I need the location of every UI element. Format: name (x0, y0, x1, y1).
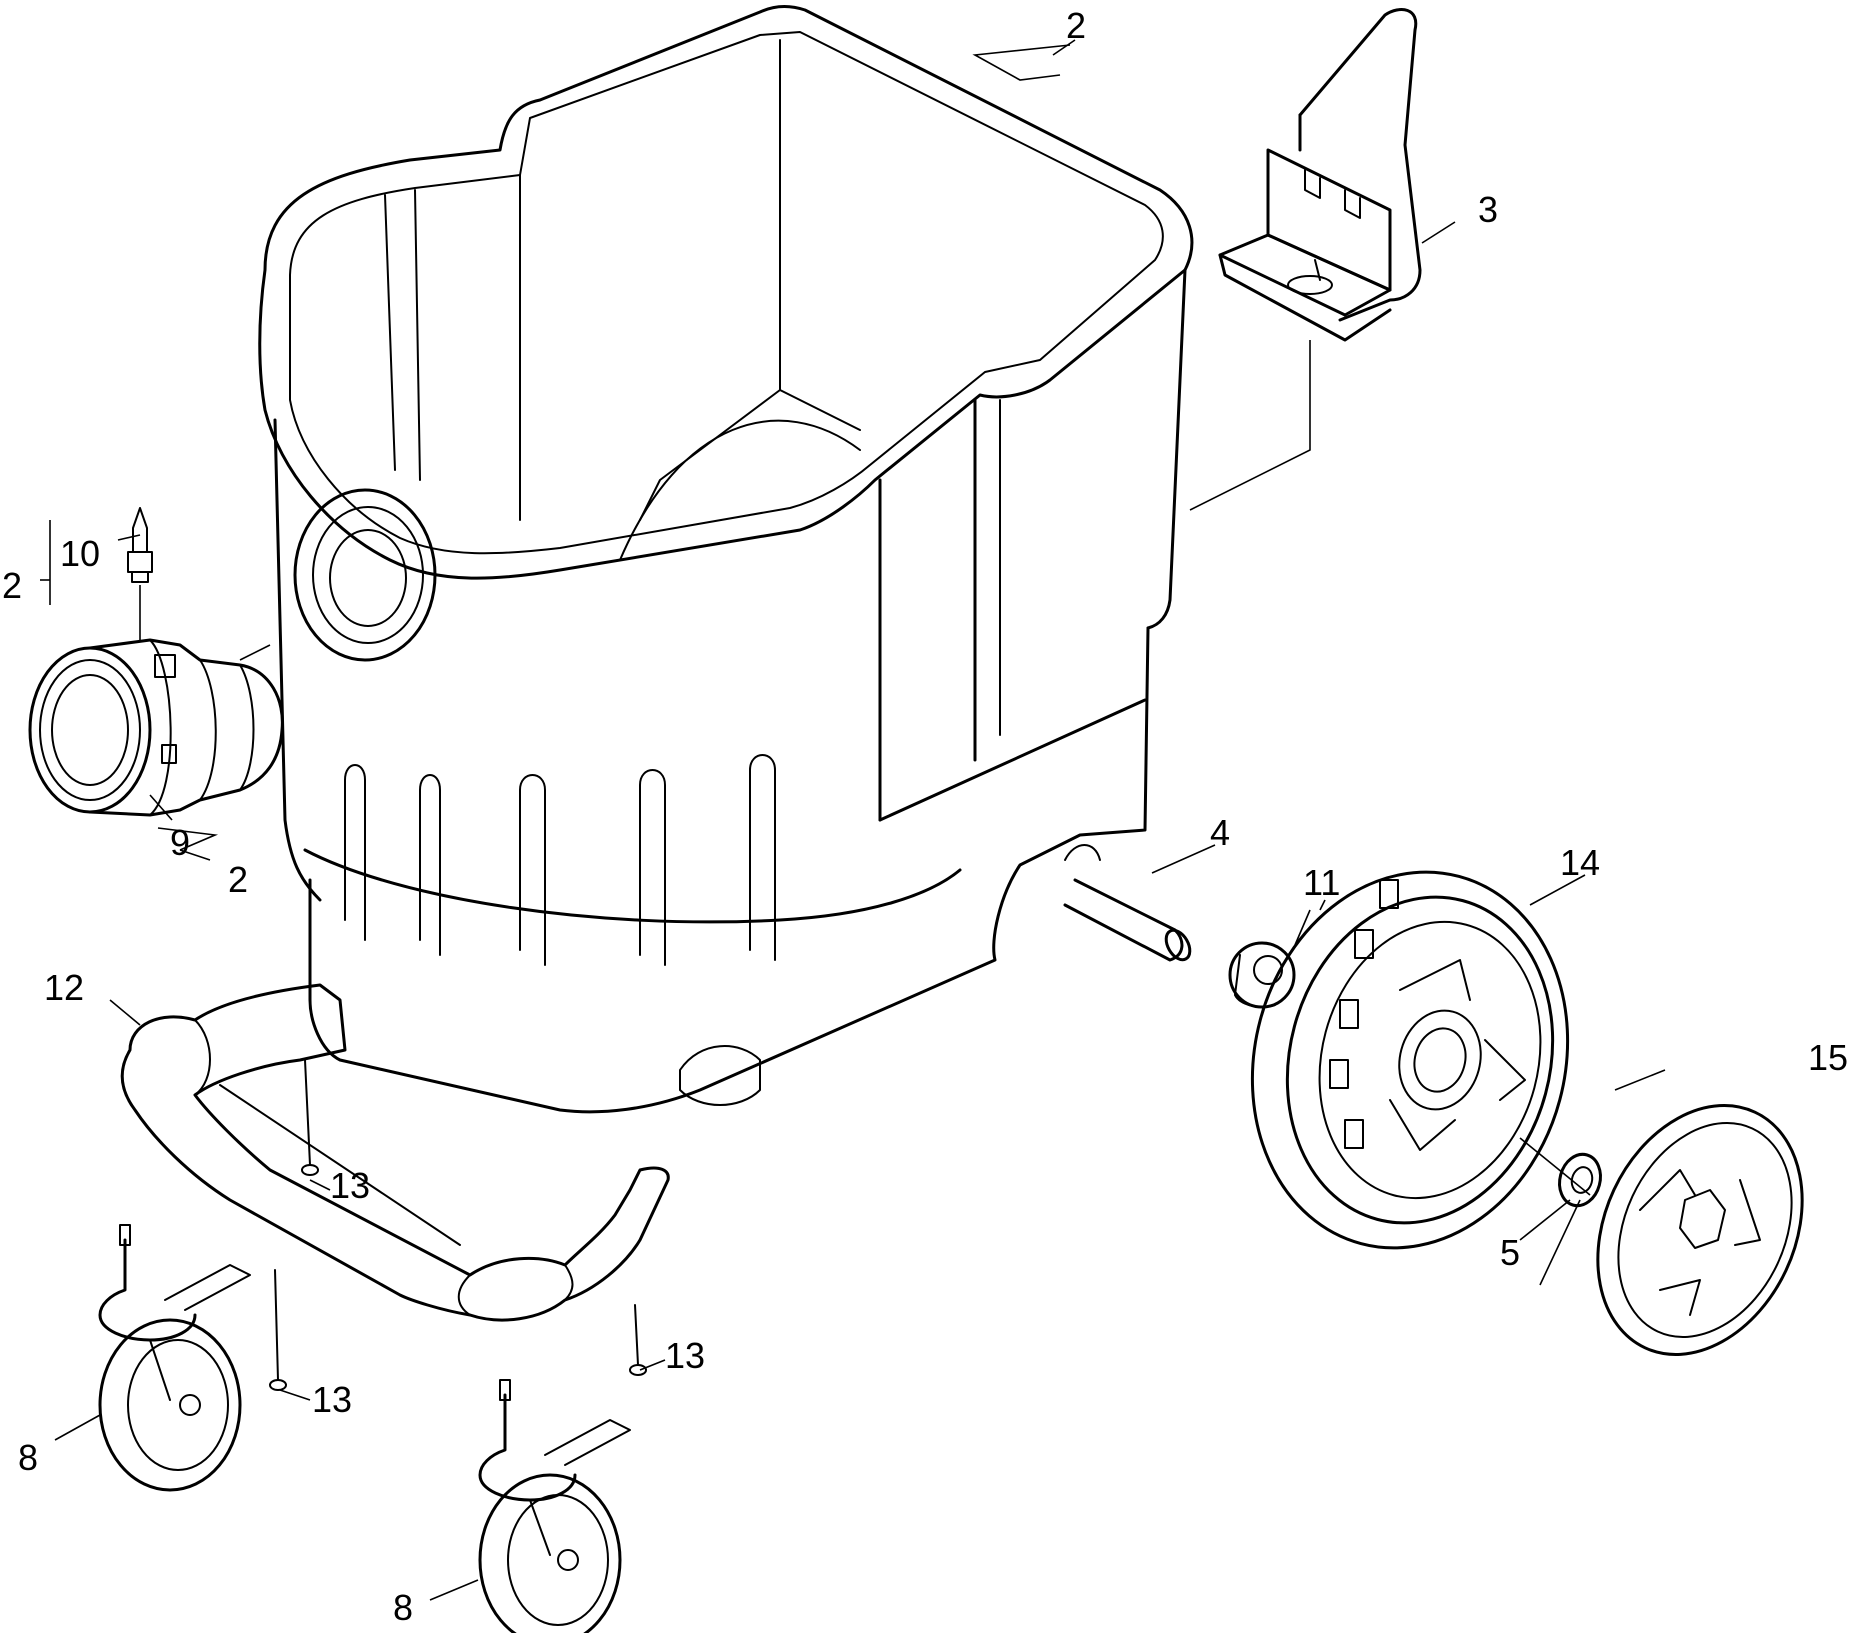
callout-2-top: 2 (1066, 5, 1086, 46)
screw-upper (301, 1059, 319, 1176)
caster-bottom (478, 1379, 631, 1633)
container-tank (258, 5, 1194, 1114)
callout-13-right: 13 (665, 1335, 705, 1376)
callout-4: 4 (1210, 812, 1230, 853)
callout-13-upper: 13 (330, 1165, 370, 1206)
hub-clip (1558, 1152, 1602, 1208)
axle (1063, 878, 1192, 962)
callout-3: 3 (1478, 189, 1498, 230)
chassis-frame (120, 983, 670, 1322)
callout-15: 15 (1808, 1037, 1848, 1078)
callout-labels: 2 3 2 10 9 2 4 11 14 15 5 12 13 13 13 8 … (2, 5, 1848, 1628)
hubcap (1596, 1104, 1804, 1356)
valve-pin (127, 507, 153, 583)
callout-11: 11 (1303, 862, 1340, 903)
caster-left (98, 1224, 251, 1492)
callout-14: 14 (1560, 842, 1600, 883)
wheel (1250, 870, 1570, 1250)
callout-5: 5 (1500, 1232, 1520, 1273)
inlet-coupling (28, 638, 284, 817)
callout-9: 9 (170, 822, 190, 863)
leader-lines (40, 39, 1666, 1601)
screw-lower (269, 1269, 287, 1391)
callout-2-left: 2 (2, 565, 22, 606)
bracket-holder (1218, 8, 1422, 342)
spacer-ring (1228, 941, 1296, 1009)
callout-2-bottom: 2 (228, 859, 248, 900)
callout-13-lower: 13 (312, 1379, 352, 1420)
callout-8-left: 8 (18, 1437, 38, 1478)
callout-8-bottom: 8 (393, 1587, 413, 1628)
callout-12: 12 (44, 967, 84, 1008)
screw-right (629, 1304, 647, 1376)
callout-10: 10 (60, 533, 100, 574)
